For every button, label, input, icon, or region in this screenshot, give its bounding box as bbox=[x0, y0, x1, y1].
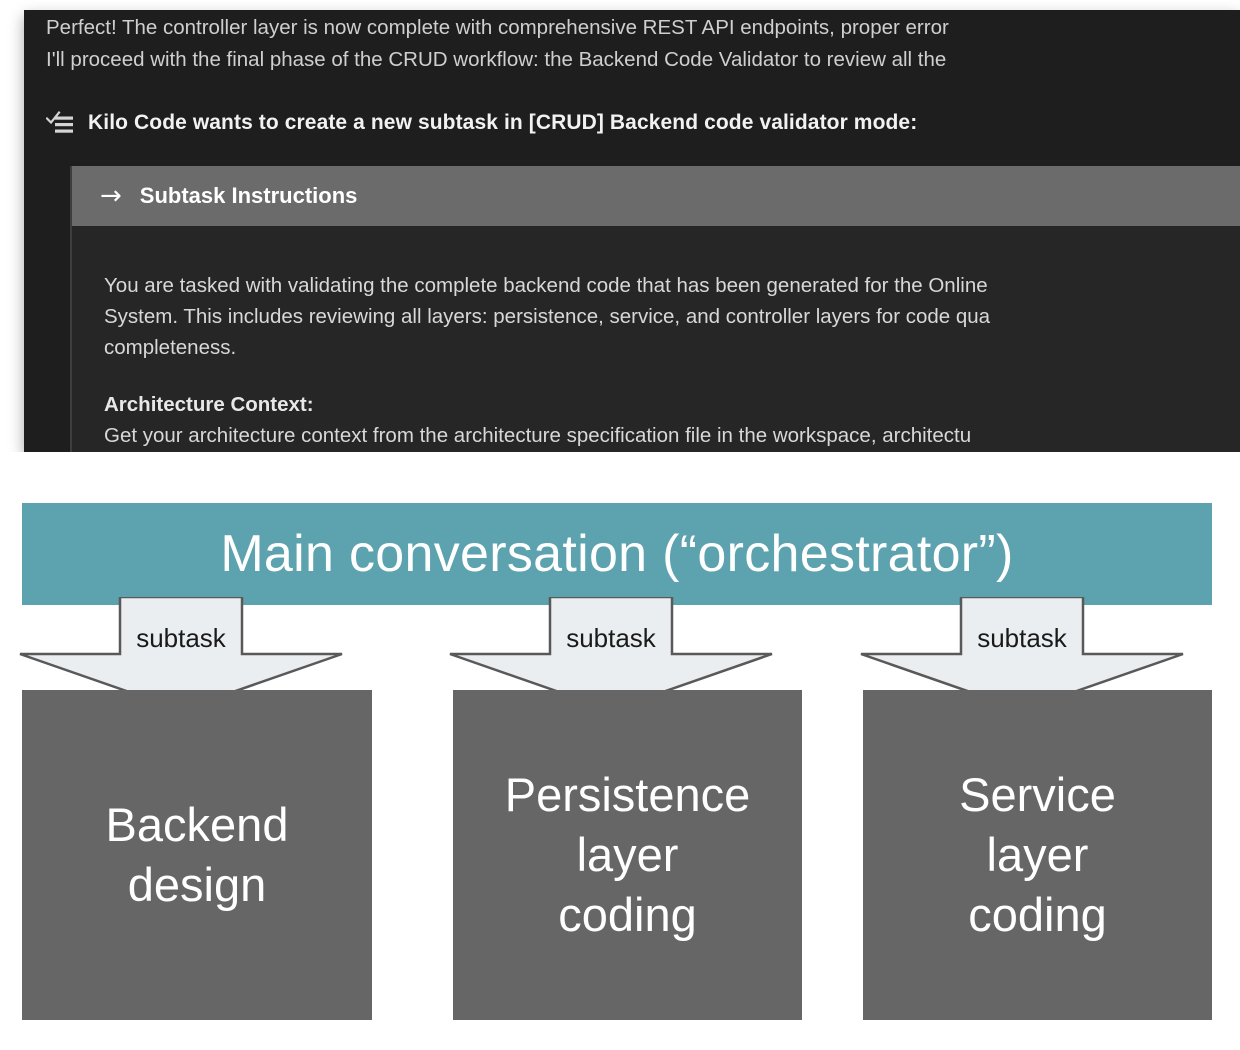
arrow-right-icon: → bbox=[100, 181, 122, 211]
architecture-context-heading: Architecture Context: bbox=[104, 393, 314, 416]
subtask-node-backend-design: Backend design bbox=[22, 690, 372, 1020]
chat-intro-line-1: Perfect! The controller layer is now com… bbox=[46, 16, 949, 39]
subtask-node-persistence-layer-coding: Persistence layer coding bbox=[453, 690, 802, 1020]
chat-screenshot-panel: Perfect! The controller layer is now com… bbox=[24, 10, 1240, 452]
subtask-announcement: Kilo Code wants to create a new subtask … bbox=[46, 110, 917, 136]
subtask-instructions-card: → Subtask Instructions You are tasked wi… bbox=[70, 166, 1240, 452]
instructions-body-line-3: completeness. bbox=[104, 336, 237, 359]
chat-intro-text: Perfect! The controller layer is now com… bbox=[46, 12, 1240, 76]
subtask-announcement-text: Kilo Code wants to create a new subtask … bbox=[88, 111, 918, 134]
instructions-body-line-1: You are tasked with validating the compl… bbox=[104, 274, 988, 297]
subtask-node-service-layer-coding: Service layer coding bbox=[863, 690, 1212, 1020]
orchestrator-banner-label: Main conversation (“orchestrator”) bbox=[220, 525, 1014, 583]
orchestrator-diagram: Main conversation (“orchestrator”) subta… bbox=[0, 452, 1240, 1050]
orchestrator-banner: Main conversation (“orchestrator”) bbox=[22, 503, 1212, 605]
subtask-instructions-title: Subtask Instructions bbox=[139, 183, 358, 208]
subtask-instructions-header[interactable]: → Subtask Instructions bbox=[72, 166, 1240, 226]
instructions-body-line-2: System. This includes reviewing all laye… bbox=[104, 305, 991, 328]
architecture-context-line: Get your architecture context from the a… bbox=[104, 424, 972, 447]
chat-intro-line-2: I'll proceed with the final phase of the… bbox=[46, 48, 947, 71]
subtask-node-label-2: Persistence layer coding bbox=[504, 768, 751, 941]
subtask-instructions-body: You are tasked with validating the compl… bbox=[72, 226, 1240, 451]
subtask-node-label-1: Backend design bbox=[105, 798, 289, 911]
subtask-node-label-3: Service layer coding bbox=[959, 768, 1116, 941]
checklist-icon bbox=[46, 110, 74, 136]
